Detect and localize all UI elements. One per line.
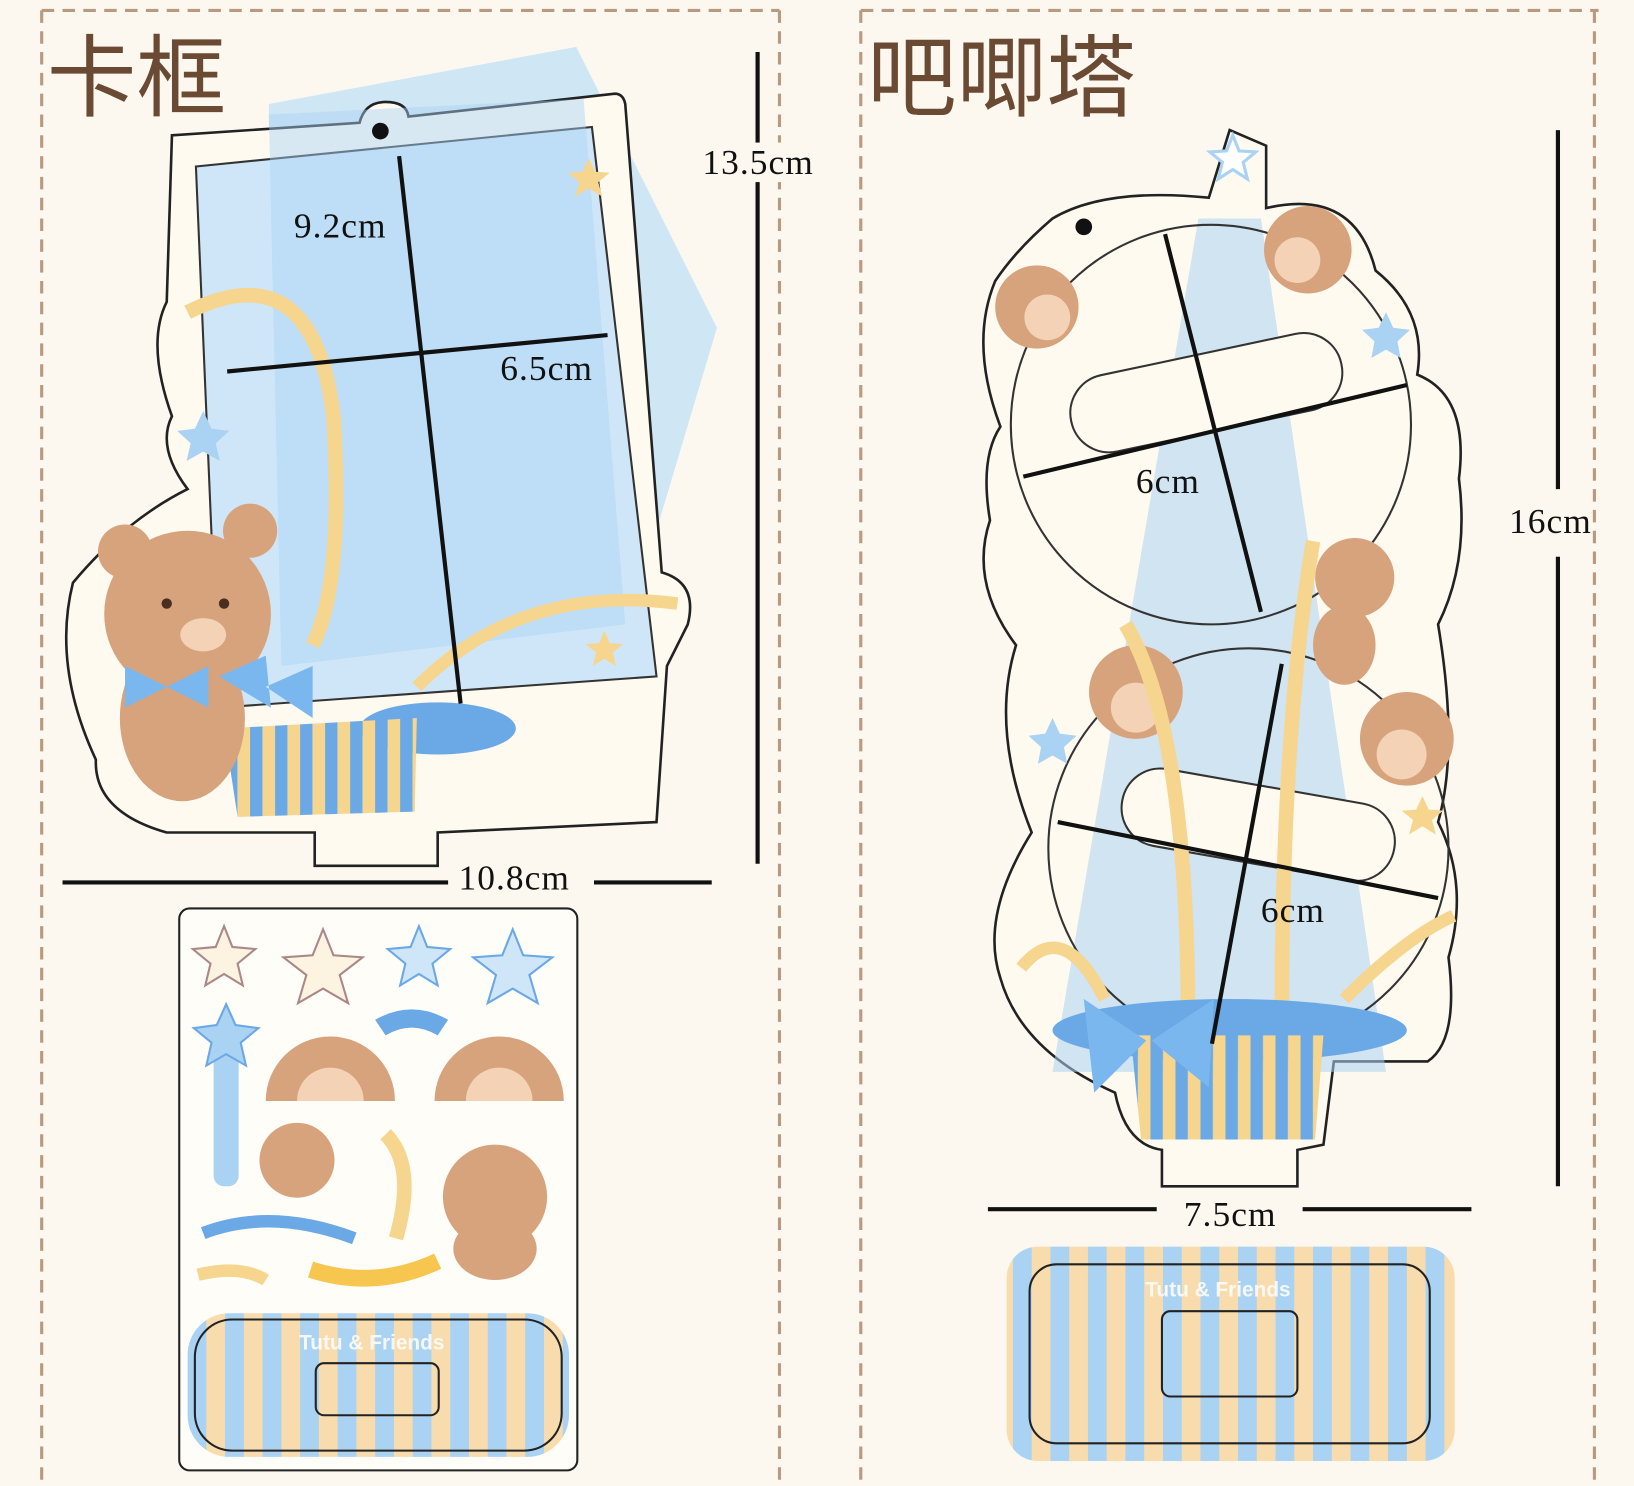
frame-height-label: 13.5cm bbox=[702, 142, 814, 182]
badge-tower-dimension-lines bbox=[987, 130, 1561, 1212]
panel-borders bbox=[40, 8, 1599, 1486]
inner-height-label: 9.2cm bbox=[294, 205, 387, 245]
right-panel-title: 吧唧塔 bbox=[867, 27, 1136, 131]
card-frame-dimension-lines bbox=[62, 52, 760, 885]
lower-circle-diameter-label: 6cm bbox=[1261, 890, 1325, 930]
left-panel-title: 卡框 bbox=[47, 27, 226, 131]
tower-height-label: 16cm bbox=[1509, 501, 1592, 541]
tower-base bbox=[1006, 1246, 1455, 1462]
tower-width-label: 7.5cm bbox=[1184, 1194, 1277, 1234]
base-brand-text: Tutu & Friends bbox=[1145, 1279, 1290, 1302]
badge-tower-illustration bbox=[982, 128, 1463, 1188]
frame-width-label: 10.8cm bbox=[459, 858, 571, 898]
sticker-brand-text: Tutu & Friends bbox=[299, 1332, 444, 1355]
card-frame-illustration bbox=[64, 46, 717, 868]
upper-circle-diameter-label: 6cm bbox=[1136, 461, 1200, 501]
inner-width-label: 6.5cm bbox=[500, 348, 593, 388]
sticker-sheet bbox=[178, 907, 579, 1472]
